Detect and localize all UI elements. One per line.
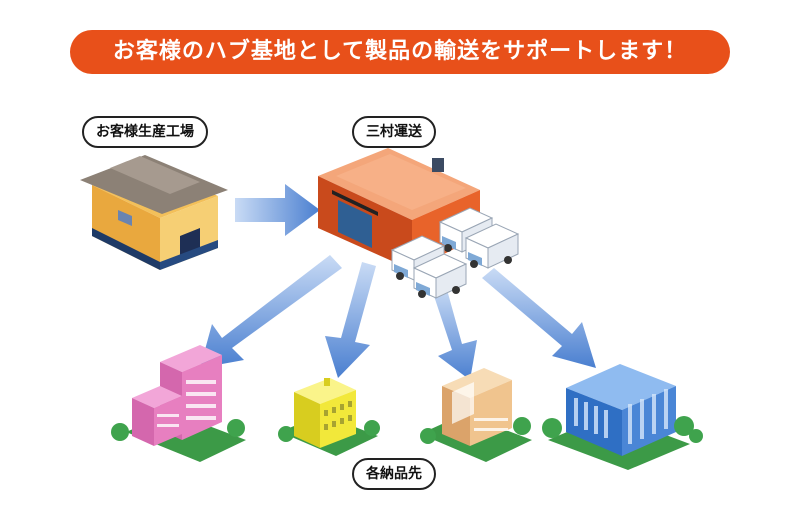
hub-warehouse [318, 148, 480, 270]
truck-4 [412, 253, 468, 299]
destinations-label: 各納品先 [352, 458, 436, 490]
arrow-hub-to-yellow [325, 262, 376, 378]
destination-pink-building [111, 345, 246, 462]
destination-blue-building [542, 364, 703, 470]
headline-banner: お客様のハブ基地として製品の輸送をサポートします！ [70, 30, 730, 74]
hub-label: 三村運送 [352, 116, 436, 148]
arrow-hub-to-beige [432, 286, 477, 380]
arrow-hub-to-blue [482, 268, 596, 368]
arrow-factory-to-hub [235, 184, 320, 236]
truck-2 [464, 223, 520, 269]
destination-yellow-building [278, 378, 380, 456]
factory-label: お客様生産工場 [82, 116, 208, 148]
trucks [390, 207, 520, 299]
factory-building [80, 155, 228, 270]
destination-beige-building [420, 368, 532, 462]
arrow-hub-to-pink [200, 255, 342, 368]
